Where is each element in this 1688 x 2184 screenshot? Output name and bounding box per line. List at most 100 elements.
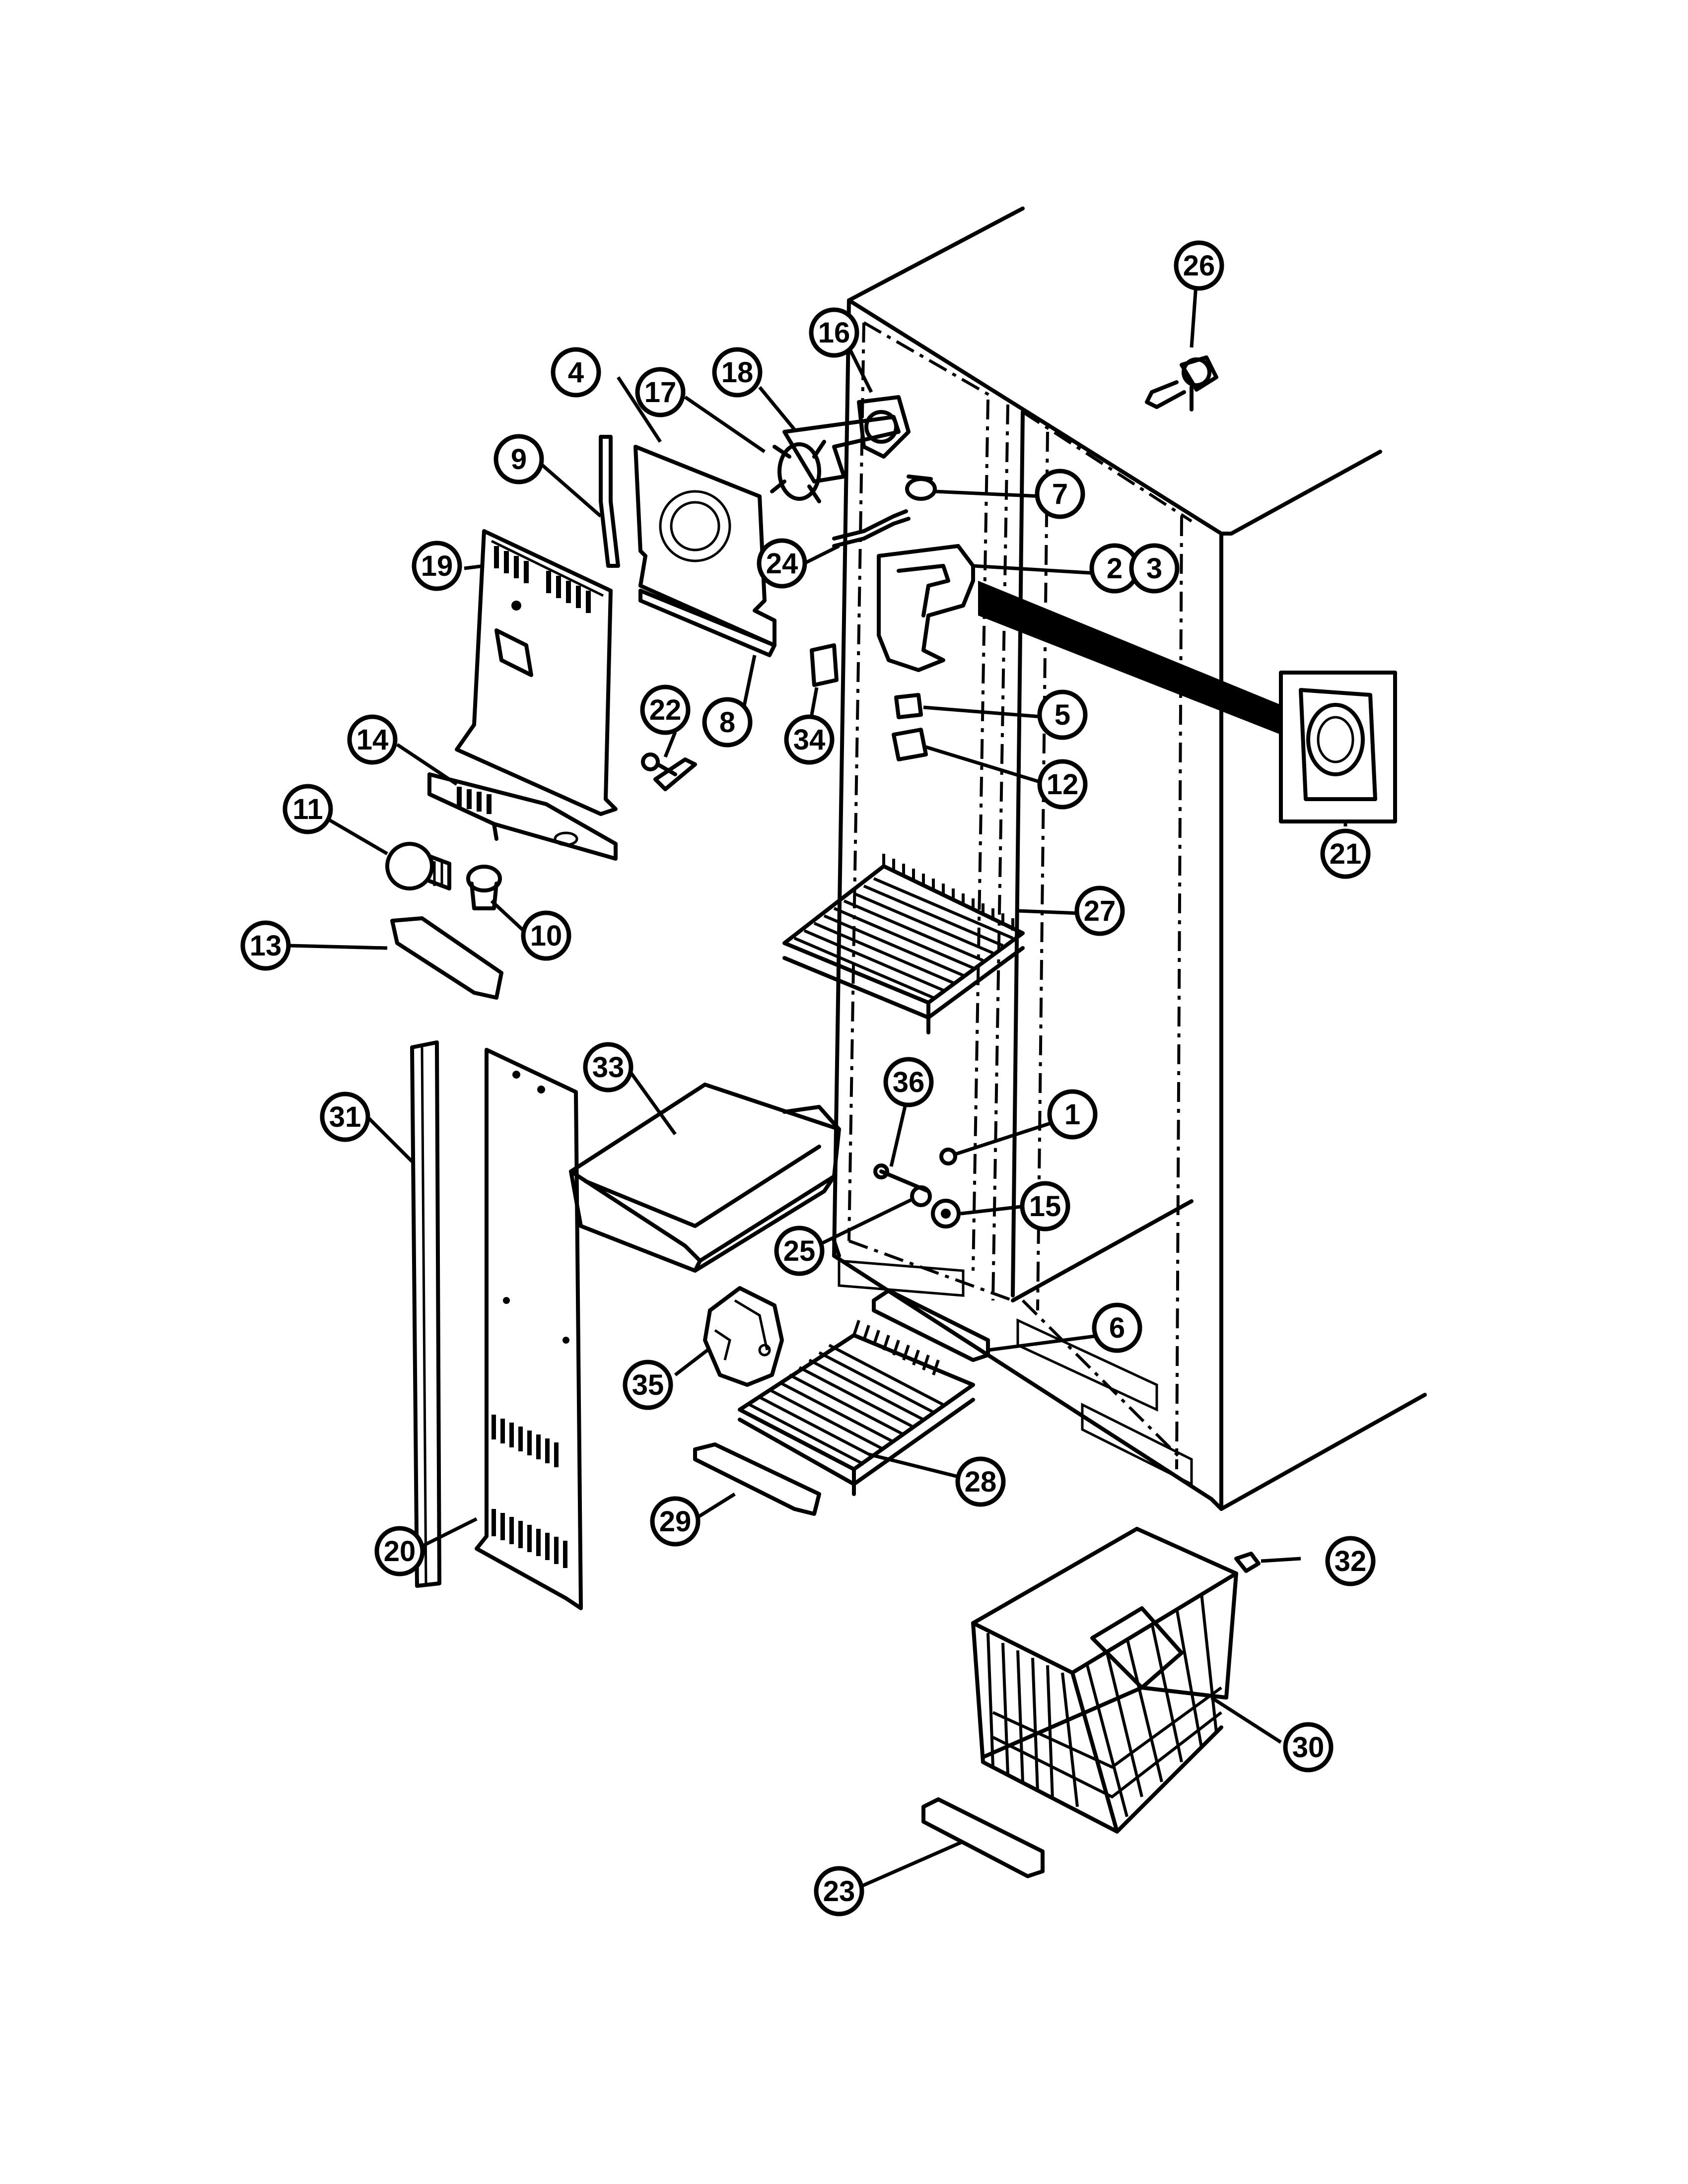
callout-circle — [1047, 1089, 1098, 1140]
callout-number: 2 — [1107, 552, 1123, 585]
callout-number: 3 — [1146, 552, 1162, 585]
light-socket — [466, 865, 502, 910]
callout-26: 26 — [1174, 240, 1224, 291]
refrigerator-cabinet — [832, 206, 1427, 1511]
gasket-strip — [410, 1040, 441, 1588]
callout-number: 29 — [659, 1505, 692, 1538]
fan-cover-inset — [978, 581, 1397, 823]
callout-circle — [521, 910, 571, 961]
callout-number: 24 — [766, 547, 798, 580]
ice-maker-cover — [703, 1286, 784, 1387]
callout-number: 19 — [421, 550, 453, 582]
callout-number: 35 — [632, 1369, 664, 1401]
callout-10: 10 — [521, 910, 571, 961]
callout-number: 5 — [1055, 699, 1070, 731]
callout-circle — [320, 1092, 370, 1142]
callout-circle — [883, 1057, 934, 1107]
callout-number: 1 — [1064, 1098, 1080, 1131]
callout-7: 7 — [1035, 469, 1085, 519]
callout-number: 28 — [965, 1466, 997, 1498]
callout-number: 32 — [1335, 1545, 1367, 1577]
callout-28: 28 — [955, 1456, 1006, 1507]
light-housing — [427, 772, 618, 861]
callout-circle — [757, 538, 807, 589]
callout-circle — [412, 541, 462, 591]
callout-circle — [623, 1360, 673, 1410]
callout-number: 30 — [1292, 1731, 1325, 1764]
callout-16: 16 — [809, 307, 859, 358]
callout-number: 9 — [511, 443, 527, 476]
strip-23 — [921, 1797, 1045, 1878]
callout-number: 25 — [783, 1235, 816, 1267]
screw-clip — [641, 752, 697, 791]
part-5 — [894, 693, 923, 719]
callout-circle — [1283, 1722, 1334, 1773]
callout-circle — [551, 347, 601, 398]
callout-5: 5 — [1037, 689, 1088, 740]
callout-circle — [1174, 240, 1224, 291]
callout-circle — [712, 347, 763, 398]
callout-circle — [240, 920, 291, 971]
callout-circle — [635, 367, 686, 417]
callout-15: 15 — [1020, 1181, 1070, 1231]
callout-27: 27 — [1074, 886, 1125, 936]
callout-circle — [774, 1226, 825, 1276]
callout-22: 22 — [640, 684, 691, 735]
callout-number: 10 — [530, 920, 563, 952]
ice-bin — [569, 1083, 841, 1273]
callout-36: 36 — [883, 1057, 934, 1107]
callout-25: 25 — [774, 1226, 825, 1276]
callout-circle — [1035, 469, 1085, 519]
wire-basket — [971, 1527, 1238, 1834]
callout-circle — [809, 307, 859, 358]
callout-number: 7 — [1052, 478, 1068, 510]
callout-number: 11 — [292, 793, 323, 825]
callout-13: 13 — [240, 920, 291, 971]
callout-number: 20 — [384, 1535, 416, 1568]
callout-number: 14 — [356, 724, 389, 756]
callout-23: 23 — [814, 1866, 864, 1916]
callout-number: 13 — [250, 930, 282, 962]
callout-35: 35 — [623, 1360, 673, 1410]
callout-number: 15 — [1029, 1190, 1061, 1223]
callout-circle — [650, 1496, 701, 1547]
callout-circle — [814, 1866, 864, 1916]
lower-wire-shelf — [738, 1320, 975, 1496]
callout-30: 30 — [1283, 1722, 1334, 1773]
callout-circle — [955, 1456, 1006, 1507]
callout-6: 6 — [1092, 1302, 1142, 1353]
callout-number: 6 — [1109, 1312, 1125, 1344]
callout-2: 2 — [1089, 543, 1140, 594]
part-12 — [892, 728, 928, 761]
callout-33: 33 — [583, 1042, 633, 1092]
fan-motor-assembly — [599, 395, 937, 657]
callout-circle — [583, 1042, 633, 1092]
callout-11: 11 — [282, 784, 333, 834]
upper-wire-shelf — [782, 854, 1025, 1034]
callout-circle — [1325, 1536, 1376, 1586]
callout-number: 17 — [644, 376, 677, 409]
callout-14: 14 — [347, 714, 398, 765]
callout-24: 24 — [757, 538, 807, 589]
callout-circle — [1074, 886, 1125, 936]
callout-circle — [1037, 689, 1088, 740]
rear-panel — [475, 1048, 583, 1610]
callout-number: 4 — [568, 356, 584, 389]
callout-number: 33 — [592, 1051, 625, 1084]
callout-number: 36 — [893, 1066, 925, 1098]
callout-number: 31 — [329, 1101, 361, 1133]
callout-number: 27 — [1084, 895, 1116, 927]
leader-lines — [287, 277, 1347, 1888]
water-fitting — [1145, 355, 1218, 411]
callout-number: 16 — [818, 317, 850, 349]
callout-number: 23 — [823, 1875, 855, 1908]
callout-20: 20 — [374, 1526, 425, 1576]
callout-circle — [640, 684, 691, 735]
baffle-panel — [455, 529, 618, 816]
callout-circle — [1037, 759, 1088, 810]
callout-number: 8 — [719, 706, 735, 739]
strip-29 — [693, 1442, 821, 1516]
callout-29: 29 — [650, 1496, 701, 1547]
callout-17: 17 — [635, 367, 686, 417]
